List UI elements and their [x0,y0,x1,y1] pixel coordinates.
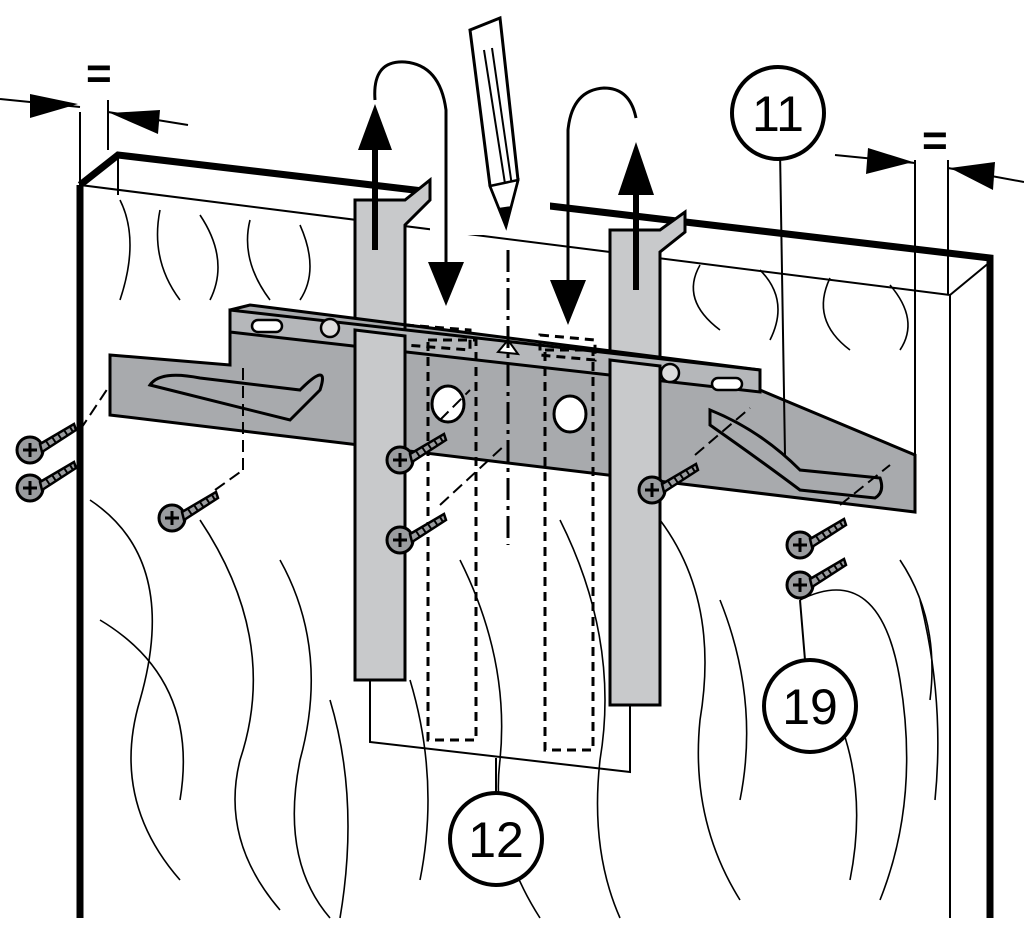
screw-icon [15,460,78,503]
callout-12: 12 [369,680,631,887]
wood-grain [89,199,939,919]
screw-guide-lines [79,362,891,506]
lower-arrow-right [550,86,638,325]
equal-distance-left: = [0,49,189,185]
guide-strip-right-front [608,358,662,707]
cabinet-panel [76,151,994,918]
hidden-outlines [403,323,597,752]
screw-icon [785,557,848,600]
callout-label-12: 12 [468,812,524,868]
lift-arrow-left [358,104,392,250]
callout-19: 19 [762,599,858,754]
equal-mark-right: = [922,116,948,165]
mounting-bracket [108,303,917,514]
equal-mark-left: = [86,49,112,98]
equal-distance-right: = [834,116,1024,460]
lift-arrow-right [618,142,654,290]
guide-strip-left-front [353,328,407,682]
pencil-icon [468,15,520,231]
callout-11: 11 [730,65,826,456]
screw-icon [15,422,78,465]
callout-label-11: 11 [752,86,804,142]
lower-arrow-left [373,60,464,306]
screw-icon [785,517,848,560]
callout-label-19: 19 [782,679,838,735]
screw-icon [157,490,220,533]
